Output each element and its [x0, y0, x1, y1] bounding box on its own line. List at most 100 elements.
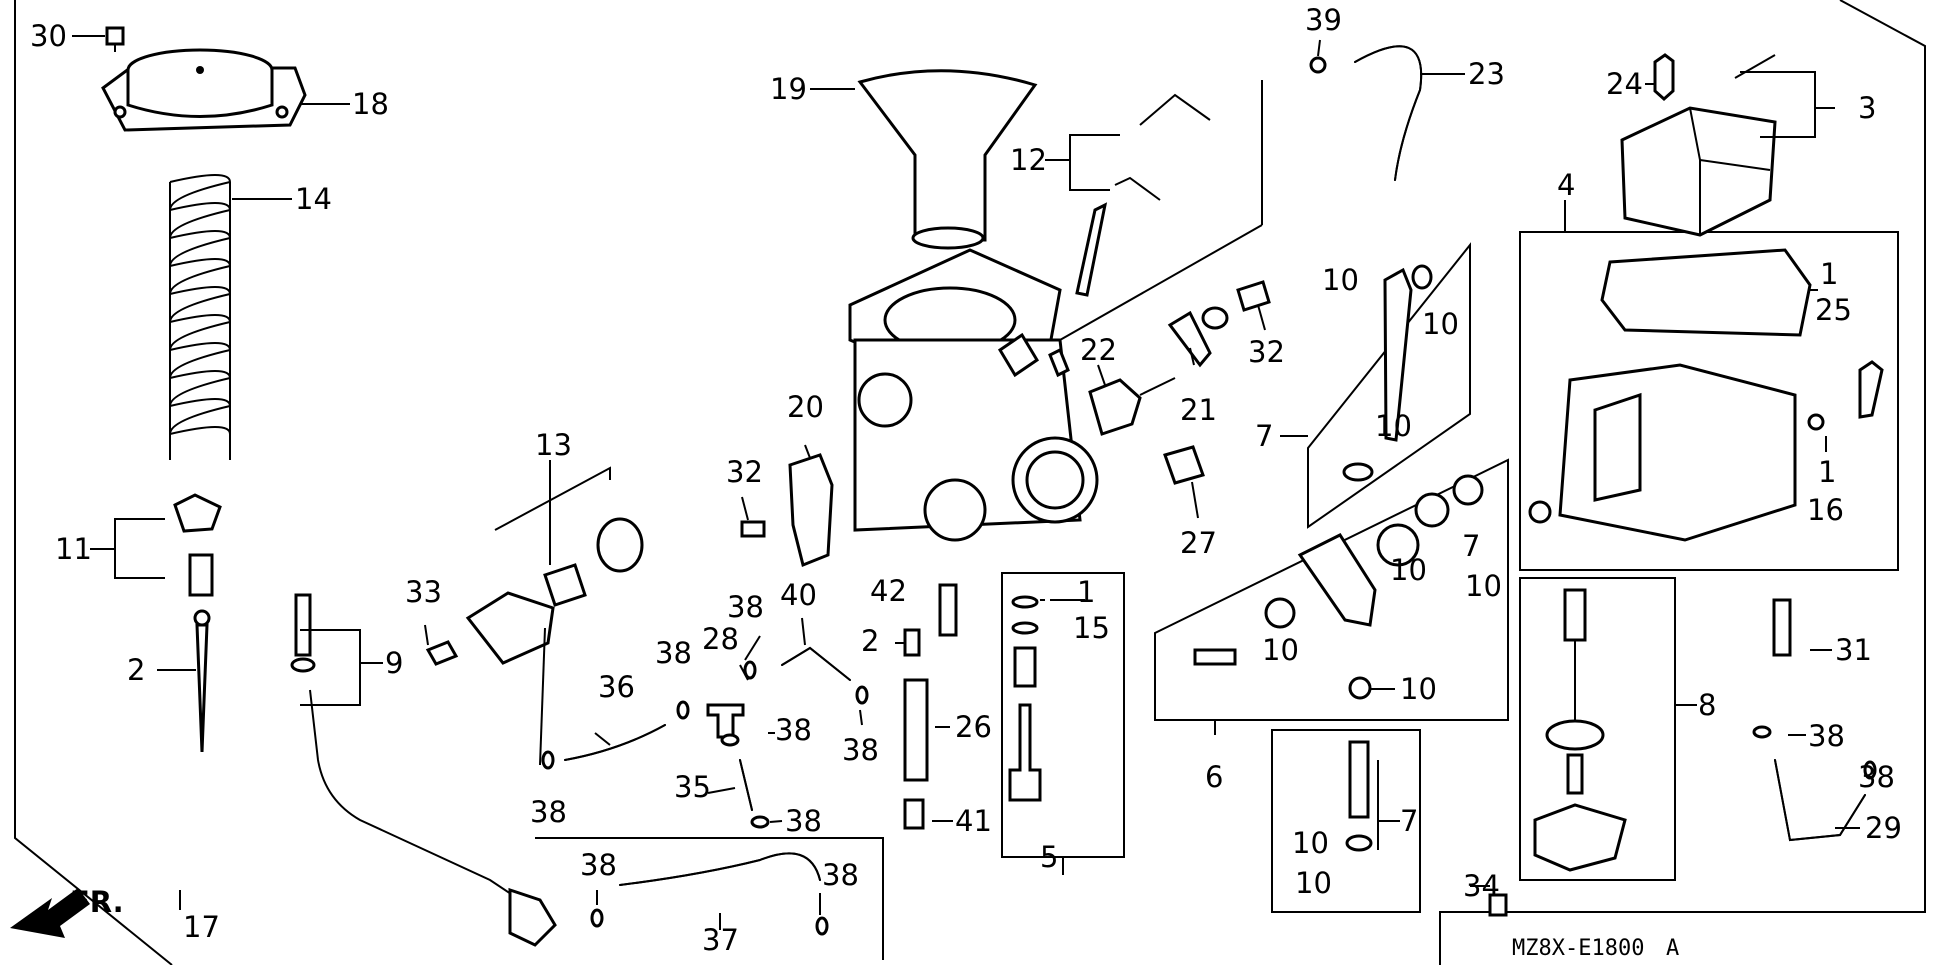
callout-10f: 10	[1465, 569, 1502, 603]
callout-26: 26	[955, 710, 992, 744]
callout-10c: 10	[1375, 409, 1412, 443]
callout-17: 17	[183, 910, 220, 944]
callout-33: 33	[405, 575, 442, 609]
callout-35: 35	[674, 770, 711, 804]
callout-40: 40	[780, 578, 817, 612]
callout-14: 14	[295, 182, 332, 216]
pump-cover-13	[465, 591, 555, 665]
callout-1c: 1	[1077, 575, 1095, 609]
float-chamber-parts	[1528, 248, 1884, 542]
spring-13	[543, 563, 587, 607]
callout-38f: 38	[785, 804, 822, 838]
bracket-20	[788, 453, 834, 568]
accelerator-pump-parts	[1533, 588, 1627, 872]
page-frame	[14, 0, 1926, 965]
top-cover-group	[101, 26, 557, 947]
breather-hose-12a	[1139, 93, 1211, 126]
diaphragm-13	[596, 517, 644, 573]
pump-boot	[1563, 588, 1587, 642]
hose-36	[564, 724, 666, 761]
breather-hose-12b	[1114, 176, 1161, 201]
callout-10d: 10	[1262, 633, 1299, 667]
callout-38b: 38	[655, 636, 692, 670]
callout-38i: 38	[1808, 719, 1845, 753]
drain-fitting	[1075, 202, 1108, 297]
callout-11: 11	[55, 532, 92, 566]
air-cut-valve-22	[1088, 378, 1142, 436]
jet-42	[938, 583, 958, 637]
throttle-cable-17	[290, 593, 557, 947]
callout-38c: 38	[775, 713, 812, 747]
jet-needle-5	[1008, 703, 1042, 802]
float-3	[1620, 106, 1777, 237]
callout-21: 21	[1180, 393, 1217, 427]
needle-spring	[188, 553, 214, 597]
choke-link-box	[1307, 242, 1471, 529]
callout-10i: 10	[1295, 866, 1332, 900]
callout-7b: 7	[1462, 529, 1480, 563]
carburetor-body-group	[848, 69, 1211, 542]
drain-screw	[1858, 360, 1884, 419]
callout-10g: 10	[1400, 672, 1437, 706]
callout-9: 9	[385, 646, 403, 680]
screw-30	[105, 26, 125, 46]
callout-20: 20	[787, 390, 824, 424]
callout-1a: 1	[1820, 257, 1838, 291]
choke-spring	[1348, 740, 1370, 819]
callout-34: 34	[1463, 869, 1500, 903]
hose-set-box	[535, 837, 884, 960]
o-ring-39	[1309, 56, 1327, 74]
vacuum-piston-19	[857, 69, 1038, 242]
callout-27: 27	[1180, 526, 1217, 560]
jet-needle-2	[195, 623, 209, 753]
drawing-revision: A	[1666, 936, 1679, 961]
callout-38a: 38	[727, 590, 764, 624]
callout-41: 41	[955, 804, 992, 838]
group-boxes	[535, 231, 1899, 960]
lower-left-parts	[425, 517, 1866, 886]
screw-32a	[740, 520, 766, 538]
diaphragm-spring-14	[168, 174, 232, 460]
pump-cover	[1533, 803, 1627, 872]
link-bolt	[1193, 648, 1237, 666]
pump-diaphragm	[1545, 719, 1605, 751]
callout-16: 16	[1807, 493, 1844, 527]
front-arrow-label: FR.	[70, 885, 124, 919]
jet-parts	[903, 583, 1792, 917]
screw-31	[1772, 598, 1792, 657]
callout-42: 42	[870, 574, 907, 608]
callout-30: 30	[30, 19, 67, 53]
screw-34	[1488, 893, 1508, 917]
callout-7c: 7	[1400, 804, 1418, 838]
callout-10a: 10	[1322, 263, 1359, 297]
callout-23: 23	[1468, 57, 1505, 91]
screw-32b	[1236, 280, 1271, 312]
callout-1b: 1	[1818, 455, 1836, 489]
choke-spring-box	[1271, 729, 1421, 913]
callout-2a: 2	[127, 653, 145, 687]
callout-38h: 38	[822, 858, 859, 892]
callout-38e: 38	[530, 795, 567, 829]
callout-18: 18	[352, 87, 389, 121]
choke-rod	[1383, 267, 1413, 442]
callout-7a: 7	[1255, 419, 1273, 453]
jet-2b	[903, 628, 921, 657]
callout-38j: 38	[1858, 760, 1895, 794]
callout-19: 19	[770, 72, 807, 106]
callout-39: 39	[1305, 3, 1342, 37]
front-arrow-icon: FR.	[10, 885, 124, 938]
link-parts	[1193, 264, 1484, 852]
pilot-screw-27	[1163, 445, 1205, 485]
main-jet-41	[903, 798, 925, 830]
leader-lines	[72, 35, 1860, 930]
joint-28	[706, 703, 745, 739]
float-valve-24	[1653, 53, 1675, 102]
callout-24: 24	[1606, 67, 1643, 101]
callout-32a: 32	[726, 455, 763, 489]
drawing-code: MZ8X-E1800	[1512, 936, 1644, 961]
callout-15: 15	[1073, 611, 1110, 645]
callout-38g: 38	[580, 848, 617, 882]
callout-32b: 32	[1248, 335, 1285, 369]
